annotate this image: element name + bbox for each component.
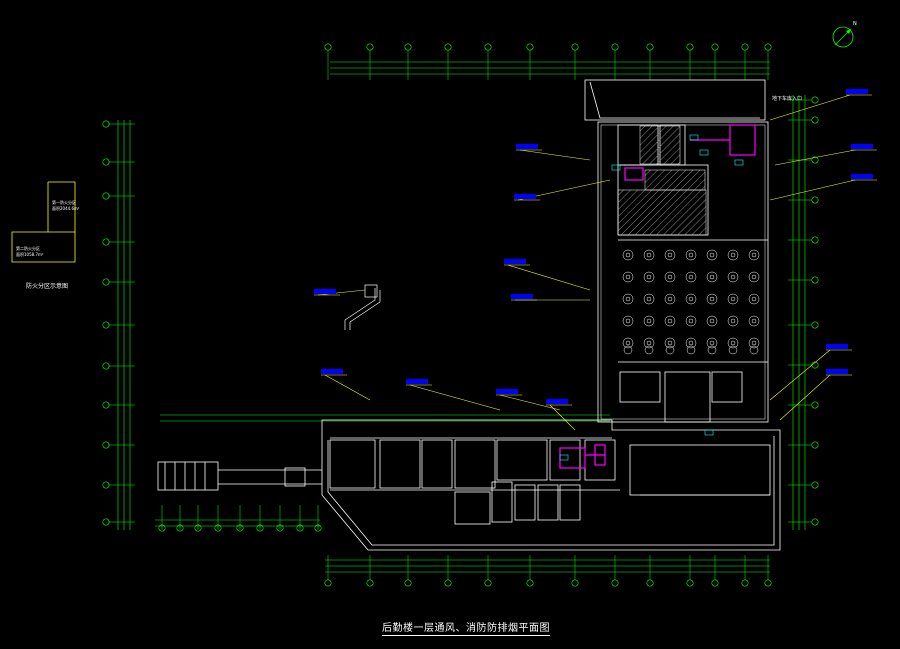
- drawing-title: 后勤楼一层通风、消防防排烟平面图: [382, 619, 550, 636]
- dining-hall-tables: [622, 249, 760, 355]
- north-mark: N: [853, 21, 857, 27]
- bottom-axis-dimensions: [155, 519, 770, 573]
- connecting-corridor: [157, 461, 322, 491]
- building-main-wing: [584, 79, 769, 423]
- stair-detail: [344, 284, 381, 330]
- legend-caption: 防火分区示意图: [26, 283, 69, 290]
- legend-zone-2-area: 面积1058.7m²: [16, 251, 44, 257]
- axis-grid-bubbles: [102, 43, 819, 587]
- right-axis-dimensions: [792, 95, 806, 530]
- hatched-rooms: [617, 125, 707, 236]
- garage-entrance-label: 地下车库入口: [772, 95, 802, 102]
- north-arrow-icon: [832, 26, 854, 48]
- annotation-notes: [314, 89, 877, 461]
- legend-zone-1-area: 面积2044.6m²: [52, 205, 80, 211]
- fire-zone-legend: [11, 181, 76, 263]
- top-axis-dimensions: [330, 61, 770, 75]
- building-lower-wing: [321, 419, 781, 551]
- legend-zone-2-label: 第二防火分区: [16, 245, 40, 251]
- legend-zone-1-label: 第一防火分区: [52, 199, 76, 205]
